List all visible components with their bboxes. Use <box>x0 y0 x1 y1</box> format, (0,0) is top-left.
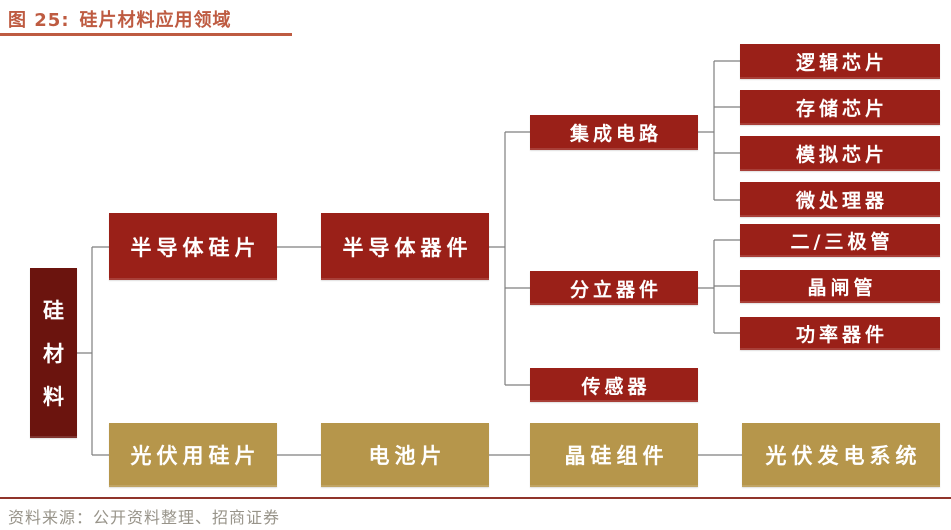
node-power-device: 功率器件 <box>740 317 940 350</box>
root-char: 材 <box>43 342 64 366</box>
node-semiconductor-device: 半导体器件 <box>321 213 489 280</box>
figure-title: 图 25: 硅片材料应用领域 <box>8 6 232 32</box>
figure-number: 图 25: <box>8 10 70 31</box>
node-discrete-device: 分立器件 <box>530 271 698 305</box>
node-integrated-circuit: 集成电路 <box>530 115 698 150</box>
node-pv-system: 光伏发电系统 <box>742 423 940 487</box>
title-underline <box>0 33 292 36</box>
node-microprocessor: 微处理器 <box>740 182 940 217</box>
source-divider <box>0 497 951 499</box>
node-silicon-material: 硅 材 料 <box>30 268 77 438</box>
source-note: 资料来源：公开资料整理、招商证券 <box>8 508 281 527</box>
node-pv-wafer: 光伏用硅片 <box>109 423 277 487</box>
figure-name: 硅片材料应用领域 <box>79 10 232 31</box>
node-logic-chip: 逻辑芯片 <box>740 44 940 79</box>
root-char: 料 <box>43 385 64 409</box>
node-silicon-module: 晶硅组件 <box>530 423 698 487</box>
node-memory-chip: 存储芯片 <box>740 90 940 125</box>
node-diode-triode: 二/三极管 <box>740 224 940 257</box>
node-semiconductor-wafer: 半导体硅片 <box>109 213 277 280</box>
node-sensor: 传感器 <box>530 368 698 402</box>
node-analog-chip: 模拟芯片 <box>740 136 940 171</box>
node-battery-cell: 电池片 <box>321 423 489 487</box>
node-thyristor: 晶闸管 <box>740 270 940 303</box>
root-char: 硅 <box>43 299 64 323</box>
